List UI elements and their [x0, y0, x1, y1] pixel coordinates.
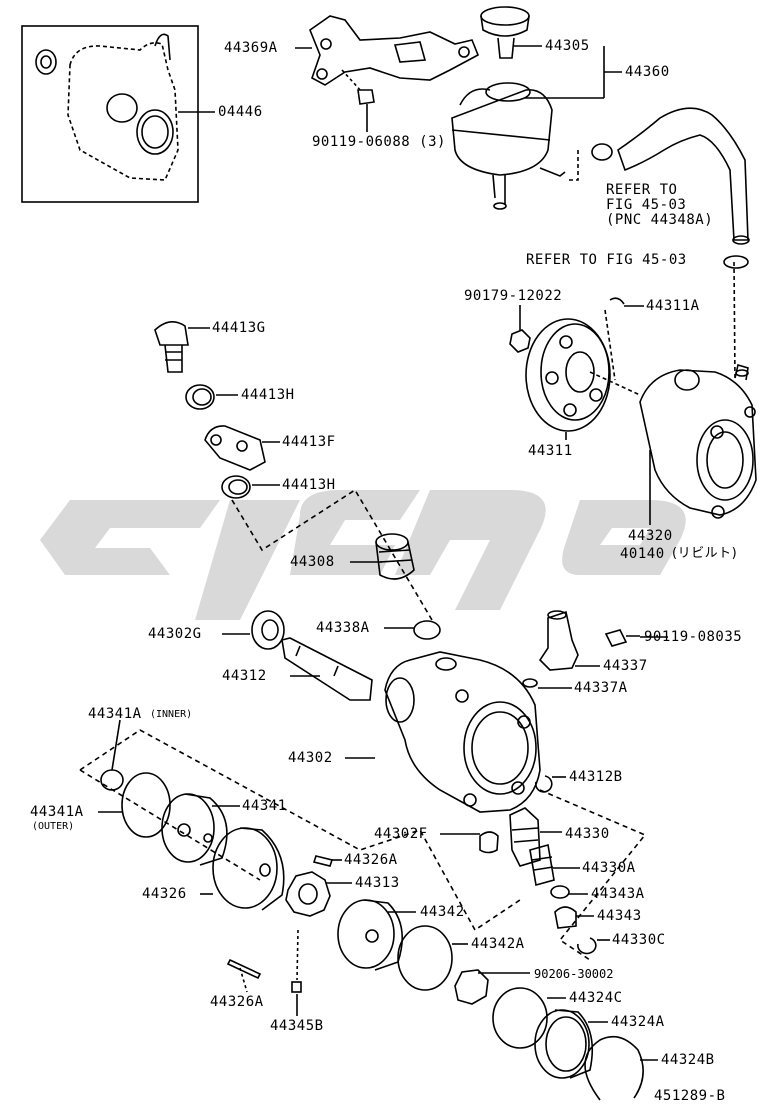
label-44302F: 44302F: [374, 826, 428, 842]
plug-44343-drawing: [554, 906, 577, 929]
o-ring-44324C-drawing: [492, 987, 548, 1049]
label-refer-fig-line3: (PNC 44348A): [606, 212, 714, 228]
bolt-90119-06088-drawing: [341, 69, 375, 105]
label-44305: 44305: [545, 38, 590, 54]
label-44313: 44313: [355, 875, 400, 891]
pump-housing-44302-drawing: [384, 651, 541, 813]
label-44343A: 44343A: [591, 886, 645, 902]
union-44337-drawing: [538, 610, 579, 671]
nut-drawing: [509, 329, 531, 353]
label-44324A: 44324A: [611, 1014, 665, 1030]
label-44311A: 44311A: [646, 298, 700, 314]
cam-ring-44326-drawing: [212, 827, 285, 911]
label-44341: 44341: [242, 798, 287, 814]
label-44312: 44312: [222, 668, 267, 684]
pin-44326A-bottom-drawing: [226, 958, 262, 980]
label-90119-06088: 90119-06088 (3): [312, 134, 446, 150]
label-44302G: 44302G: [148, 626, 202, 642]
label-44326A-top: 44326A: [344, 852, 398, 868]
label-44338A: 44338A: [316, 620, 370, 636]
label-44342A: 44342A: [471, 936, 525, 952]
o-ring-44338A-drawing: [413, 620, 441, 640]
plate-90206-30002-drawing: [454, 969, 489, 1005]
label-44320: 44320: [628, 528, 673, 544]
union-44413F-drawing: [204, 425, 266, 471]
plug-44413G-drawing: [154, 321, 189, 373]
end-cover-44324A-drawing: [534, 1009, 594, 1079]
oil-seal-44302G-drawing: [251, 610, 285, 650]
watermark-logo: [40, 490, 686, 620]
o-ring-44343A-drawing: [550, 885, 570, 899]
label-44330C: 44330C: [612, 932, 666, 948]
inset-box: [21, 25, 199, 203]
label-44342: 44342: [420, 904, 465, 920]
label-44345B: 44345B: [270, 1018, 324, 1034]
label-44330A: 44330A: [582, 860, 636, 876]
reservoir-cap-drawing: [480, 6, 530, 59]
reservoir-tank-drawing: [451, 82, 566, 210]
rotor-44313-drawing: [285, 871, 331, 917]
label-90119-08035: 90119-08035: [644, 629, 743, 645]
label-40140-rebuilt: (リビルト): [672, 546, 738, 561]
label-44337: 44337: [603, 658, 648, 674]
label-refer-fig-line2: FIG 45-03: [606, 197, 687, 213]
drawing-number: 451289-B: [654, 1088, 726, 1104]
snap-ring-44330C-drawing: [577, 937, 597, 955]
label-40140: 40140: [620, 546, 665, 562]
gasket-kit-drawing: [35, 33, 179, 181]
label-44308: 44308: [290, 554, 335, 570]
spring-44330A-drawing: [529, 843, 555, 887]
snap-ring-44324B-drawing: [584, 1035, 644, 1101]
hose-drawing: [568, 107, 750, 269]
label-44413H-top: 44413H: [241, 387, 295, 403]
o-ring-44342A-drawing: [397, 925, 453, 991]
label-44413H-bottom: 44413H: [282, 477, 336, 493]
label-44343: 44343: [597, 908, 642, 924]
pulley-drawing: [525, 318, 641, 432]
flow-valve-44308-drawing: [375, 533, 415, 580]
shaft-44312-drawing: [281, 637, 373, 701]
label-44341A-inner-note: (INNER): [150, 709, 193, 720]
o-ring-44337A-drawing: [522, 678, 538, 688]
pump-assembly-drawing: [639, 363, 757, 519]
label-44337A: 44337A: [574, 680, 628, 696]
bracket-drawing: [309, 15, 480, 86]
label-44326: 44326: [142, 886, 187, 902]
label-44360: 44360: [625, 64, 670, 80]
label-44326A-bottom: 44326A: [210, 994, 264, 1010]
woodruff-key-drawing: [609, 297, 625, 305]
label-44312B: 44312B: [569, 769, 623, 785]
spring-44345B-drawing: [291, 981, 302, 993]
label-04446: 04446: [218, 104, 263, 120]
label-44341A-outer-note: (OUTER): [32, 821, 75, 832]
label-90179-12022: 90179-12022: [464, 288, 563, 304]
label-44324C: 44324C: [569, 990, 623, 1006]
washer-44413H-top-drawing: [185, 384, 215, 410]
bolt-90119-08035-drawing: [604, 629, 640, 647]
label-90206-30002: 90206-30002: [534, 967, 614, 981]
plug-44302F-drawing: [479, 831, 499, 854]
label-44341A-outer: 44341A: [30, 804, 84, 820]
snap-ring-44312B-drawing: [534, 775, 553, 793]
label-44324B: 44324B: [661, 1052, 715, 1068]
label-44302: 44302: [288, 750, 333, 766]
side-plate-44341-drawing: [161, 793, 228, 866]
label-refer-fig-line1: REFER TO: [606, 182, 678, 198]
o-ring-44341A-inner-drawing: [100, 769, 124, 791]
pressure-plate-44342-drawing: [337, 899, 404, 971]
washer-44413H-bottom-drawing: [221, 475, 251, 499]
label-44369A: 44369A: [224, 40, 278, 56]
relief-valve-44330-drawing: [509, 807, 541, 867]
pin-44326A-top-drawing: [312, 855, 334, 867]
o-ring-44341A-outer-drawing: [121, 772, 171, 838]
label-44341A-inner: 44341A: [88, 706, 142, 722]
label-44330: 44330: [565, 826, 610, 842]
label-44413F: 44413F: [282, 434, 336, 450]
label-44311: 44311: [528, 443, 573, 459]
label-refer-fig-45-03: REFER TO FIG 45-03: [526, 252, 687, 268]
label-44413G: 44413G: [212, 320, 266, 336]
